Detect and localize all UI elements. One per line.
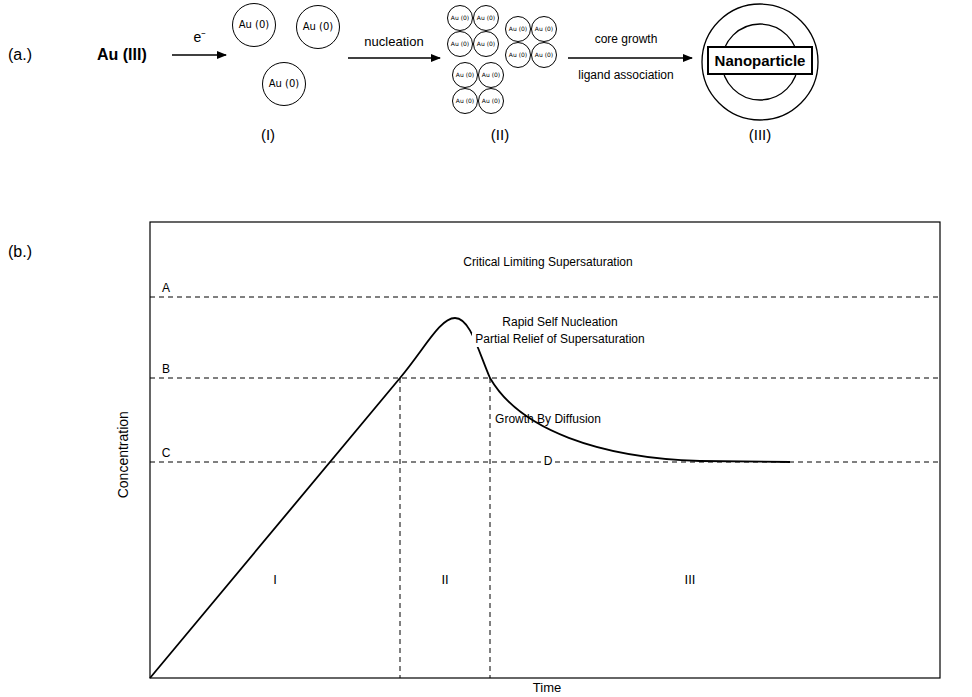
- level-line: [150, 297, 940, 298]
- node-text: Au (0): [482, 72, 500, 78]
- atom-circle: Au (0): [531, 16, 557, 42]
- label-box: Nanoparticle: [707, 46, 814, 75]
- node-text: Au (0): [269, 79, 300, 89]
- node-text: Nanoparticle: [715, 53, 806, 68]
- node-text: Au (0): [451, 15, 469, 21]
- atom-circle: Au (0): [452, 62, 478, 88]
- stage-number: (I): [261, 127, 275, 144]
- node-text: Au (0): [303, 22, 334, 32]
- reaction-arrow: [172, 54, 226, 55]
- node-text: Au (0): [535, 26, 553, 32]
- node-text: Au (0): [535, 52, 553, 58]
- atom-circle: Au (0): [232, 3, 276, 47]
- axis-title: Time: [533, 681, 561, 695]
- node-text: Au (0): [456, 72, 474, 78]
- atom-circle: Au (0): [473, 31, 499, 57]
- step-label: nucleation: [364, 35, 423, 49]
- phase-number: I: [273, 573, 277, 587]
- phase-divider: [400, 378, 401, 678]
- region-label: Partial Relief of Supersaturation: [472, 333, 647, 346]
- panel-label: (a.): [8, 46, 32, 64]
- step-label: core growth: [595, 33, 658, 46]
- level-letter: A: [162, 282, 170, 295]
- region-label: Growth By Diffusion: [495, 413, 601, 426]
- node-text: Au (0): [509, 26, 527, 32]
- node-text: Au (0): [482, 98, 500, 104]
- ligand-shell: [702, 4, 818, 120]
- atom-circle: Au (0): [296, 5, 340, 49]
- atom-circle: Au (0): [473, 5, 499, 31]
- atom-circle: Au (0): [447, 5, 473, 31]
- atom-circle: Au (0): [478, 62, 504, 88]
- panel-label: (b.): [8, 243, 32, 261]
- level-letter: C: [162, 447, 171, 460]
- node-text: Au (0): [451, 41, 469, 47]
- atom-circle: Au (0): [531, 42, 557, 68]
- species-label: Au (III): [97, 46, 147, 64]
- level-letter: B: [162, 363, 170, 376]
- atom-circle: Au (0): [505, 42, 531, 68]
- level-letter: D: [541, 455, 556, 468]
- atom-circle: Au (0): [262, 62, 306, 106]
- region-label: Rapid Self Nucleation: [499, 316, 620, 329]
- phase-divider: [490, 378, 491, 678]
- node-text: Au (0): [477, 15, 495, 21]
- step-label: ligand association: [578, 69, 673, 82]
- concentration-curve: [150, 318, 790, 678]
- atom-circle: Au (0): [447, 31, 473, 57]
- level-line: [150, 378, 940, 379]
- atom-circle: Au (0): [478, 88, 504, 114]
- atom-circle: Au (0): [505, 16, 531, 42]
- region-label: Critical Limiting Supersaturation: [463, 256, 632, 269]
- phase-number: II: [441, 573, 448, 587]
- stage-number: (II): [491, 127, 509, 144]
- node-text: Au (0): [509, 52, 527, 58]
- node-text: Au (0): [477, 41, 495, 47]
- atom-circle: Au (0): [452, 88, 478, 114]
- node-text: Au (0): [456, 98, 474, 104]
- reaction-arrow: [568, 57, 692, 58]
- plot-frame: [150, 222, 940, 678]
- stage-number: (III): [749, 127, 772, 144]
- phase-number: III: [685, 573, 696, 587]
- electron-label: e⁻: [194, 30, 207, 45]
- node-text: Au (0): [239, 20, 270, 30]
- axis-title: Concentration: [116, 411, 131, 498]
- reaction-arrow: [348, 57, 440, 58]
